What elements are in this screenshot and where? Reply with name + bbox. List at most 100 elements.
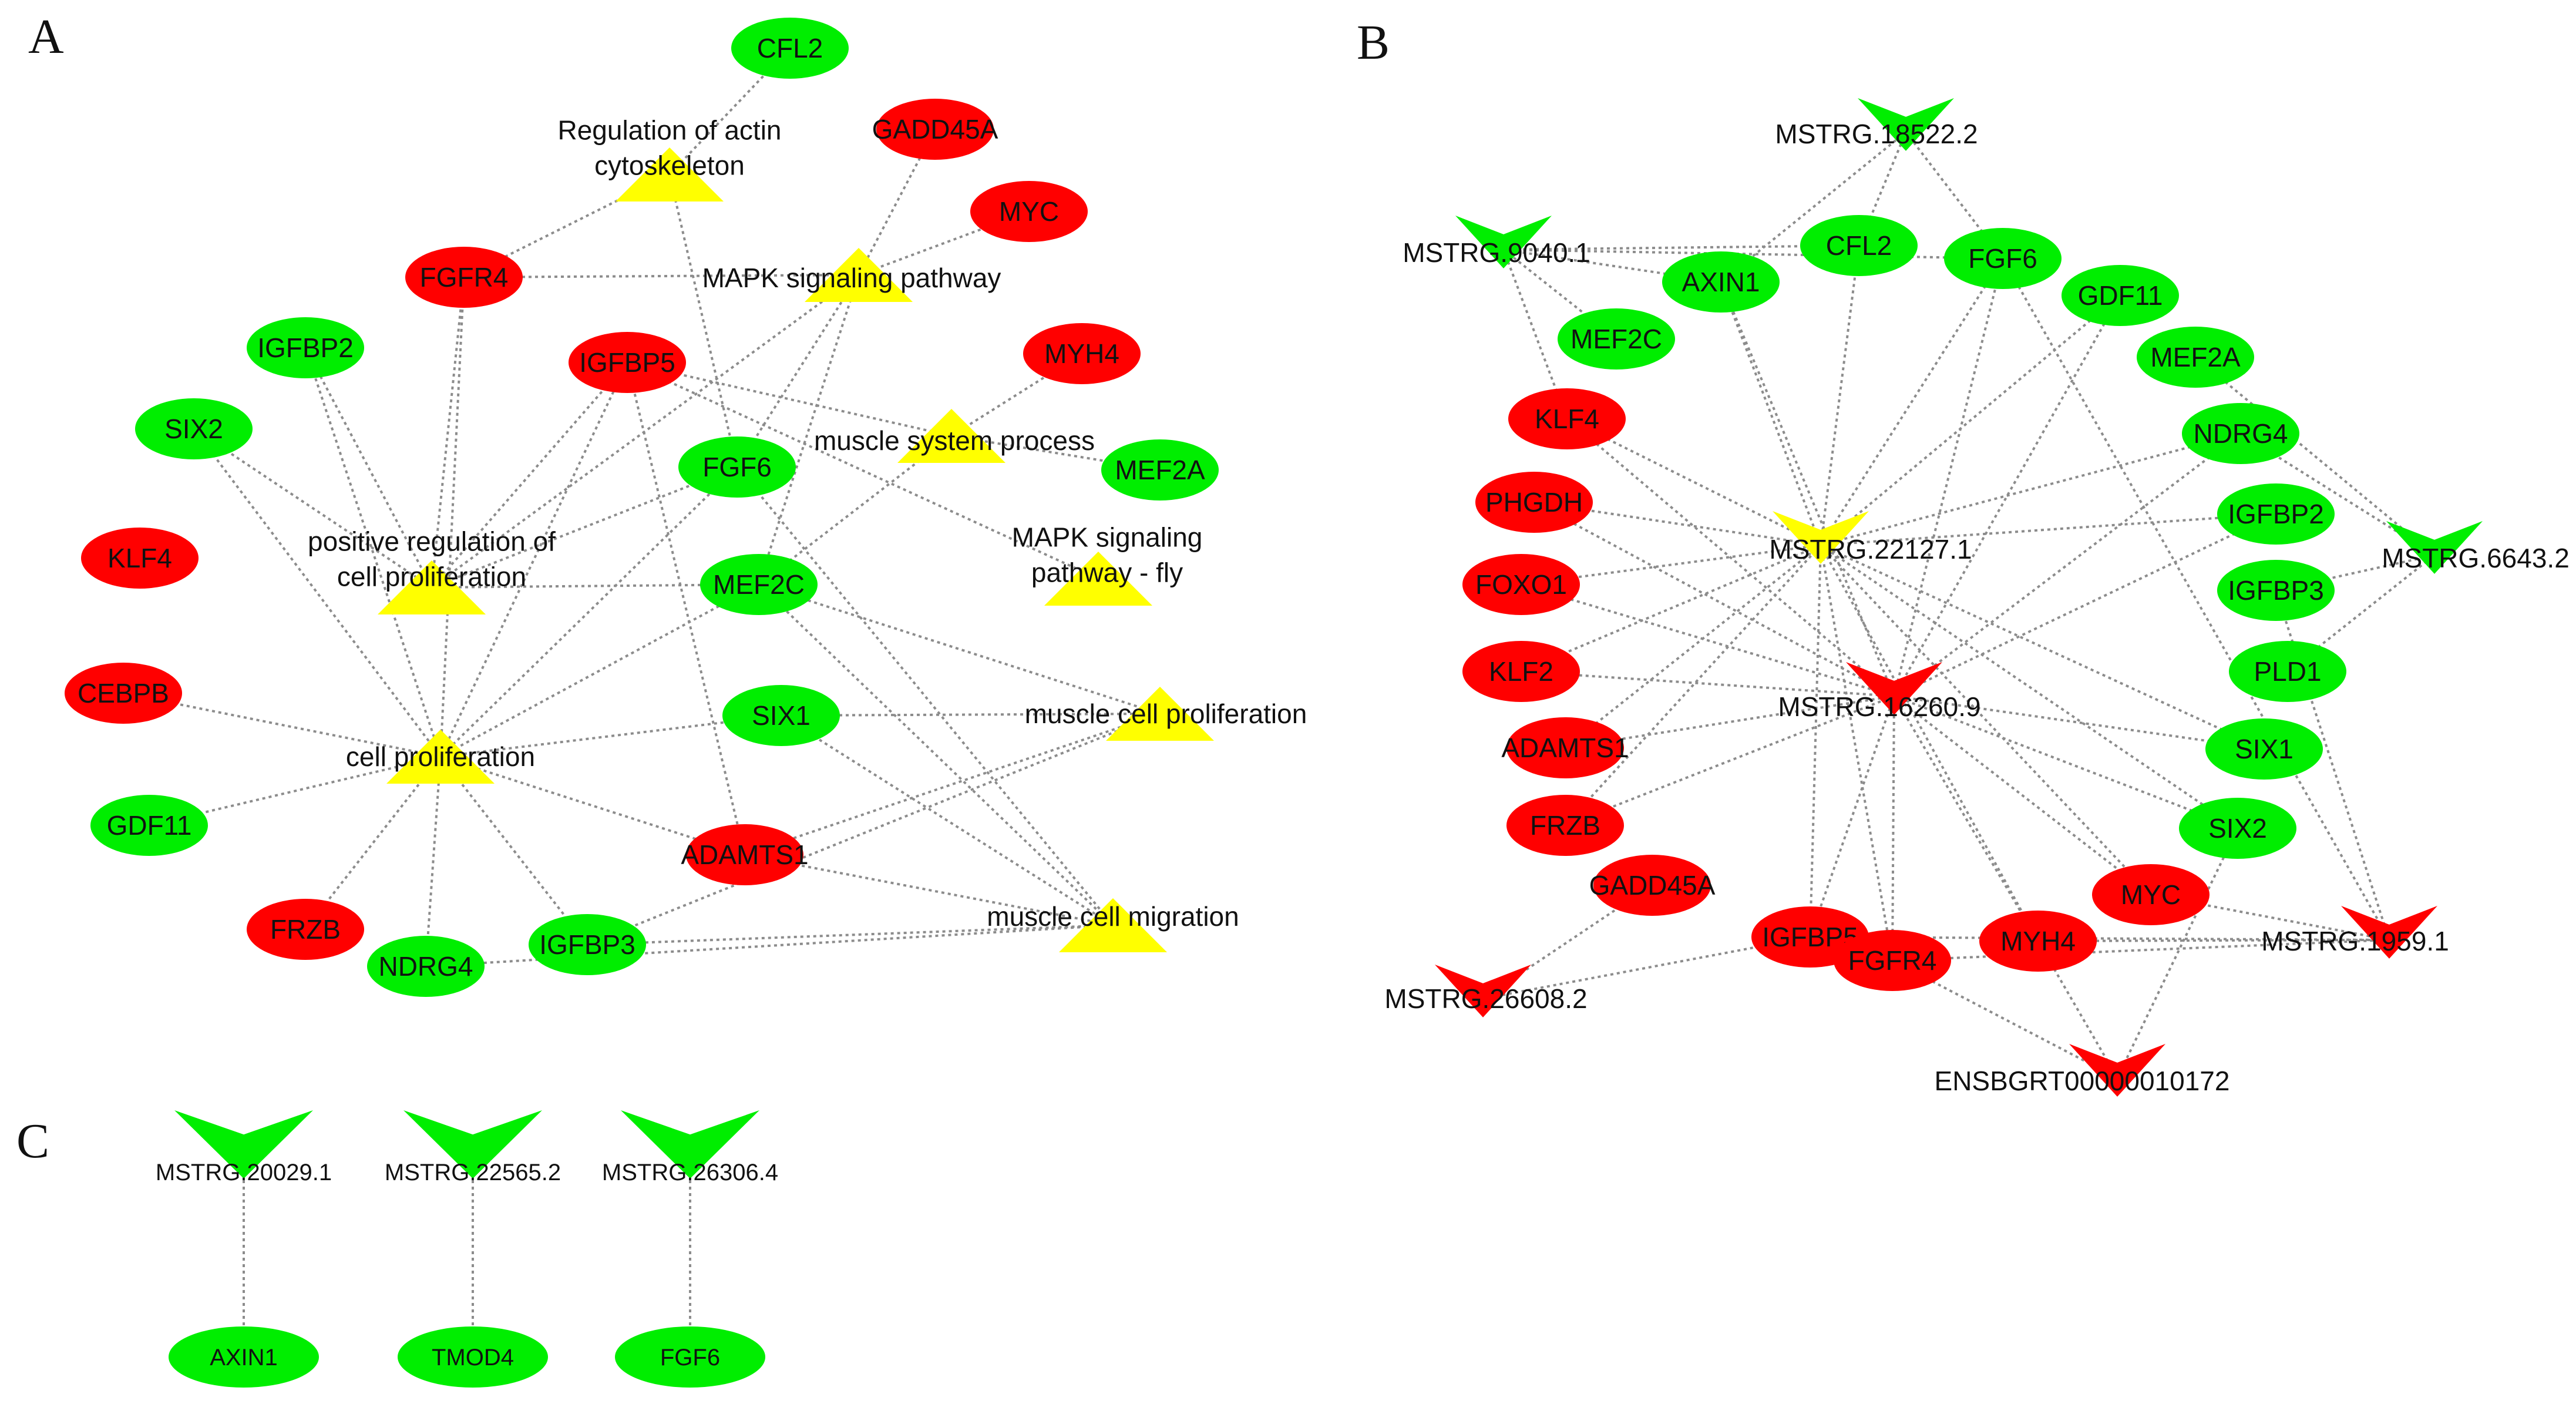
panel-b-node-m16260 [1846,662,1942,715]
panel-a-edge-adamts1-t-mcm [744,854,1114,926]
panel-b-edge-ndrg4-m22127 [1820,432,2241,546]
panel-b-edge-m18522-fgf6 [1905,131,2004,260]
panel-c-node-fgf6 [615,1326,765,1388]
panel-b-edge-fgf6-m22127 [1820,257,2004,546]
panel-a-node-t-mcp [1106,687,1214,741]
panel-b-label-m16260: MSTRG.16260.9 [1778,691,1980,722]
panel-a-label-cebpb: CEBPB [78,678,169,708]
panel-b-node-cfl2 [1800,215,1918,276]
panel-a-label-t-mapk: MAPK signaling pathway [702,263,1001,293]
panel-b-node-six2 [2179,798,2296,859]
panel-b-label-six1: SIX1 [2235,734,2293,764]
panel-b-node-ensb [2069,1044,2165,1097]
panel-b-node-m9040 [1455,216,1552,268]
panel-a-node-t-msp [897,409,1005,463]
panel-b-edge-klf4-m16260 [1566,418,1895,697]
panel-b-label-m1959: MSTRG.1959.1 [2261,926,2449,956]
panel-a-node-cfl2 [731,18,849,79]
panel-b-edge-m22127-fgfr4 [1820,545,1894,961]
panel-b-node-gdf11 [2062,265,2179,326]
panel-b-node-six1 [2205,718,2323,780]
panel-a-edge-t-mapk-t-prcp [431,274,860,589]
panel-b-label-m9040: MSTRG.9040.1 [1403,237,1590,268]
panel-a-node-t-prcp [378,560,486,614]
panel-a-edge-six1-t-cp [440,714,782,758]
panel-b-node-m22127 [1773,511,1869,564]
panel-b-edge-m16260-myc [1893,695,2152,896]
panel-b-node-fgfr4 [1834,930,1951,991]
panel-b-node-mef2c [1558,308,1675,370]
panel-c-letter: C [16,1114,49,1168]
panel-b-label-myc: MYC [2121,879,2181,910]
panel-c-label-m22565: MSTRG.22565.2 [385,1160,561,1185]
panel-a-label-adamts1: ADAMTS1 [681,839,808,870]
panel-b-node-phgdh [1475,472,1593,533]
panel-a-label-myc: MYC [999,196,1059,227]
panel-b-label-foxo1: FOXO1 [1475,569,1567,600]
panel-c-node-m26306 [621,1110,759,1179]
panel-a-node-igfbp3 [529,914,646,975]
panel-b-edge-axin1-m16260 [1720,281,1895,697]
panel-b-edge-mef2a-m6643 [2194,356,2436,556]
panel-b-label-frzb: FRZB [1530,810,1600,841]
panel-b-node-fgf6 [1944,228,2062,289]
panel-b-node-m18522 [1858,98,1954,151]
panel-a-node-igfbp2 [247,317,364,378]
panel-a-node-gdf11 [90,795,208,856]
panel-a-edge-six1-t-mcp [781,713,1161,717]
panel-b-node-adamts1 [1506,717,1624,778]
panel-a-edge-six1-t-mcm [780,714,1114,926]
panel-a-node-myc [970,181,1088,242]
panel-b-label-m18522: MSTRG.18522.2 [1775,119,1978,149]
panel-a-label-klf4: KLF4 [107,543,172,573]
panel-a-edge-mef2c-t-mcp [758,583,1161,715]
panel-b-edge-m9040-mef2c [1502,248,1617,340]
panel-b-edge-adamts1-m22127 [1564,544,1822,749]
panel-a-node-t-cp [386,730,495,784]
panel-b-node-axin1 [1662,251,1780,313]
panel-b-node-igfbp3 [2217,560,2335,621]
panel-a-edge-igfbp5-t-mapkfly [627,361,1099,580]
panel-b-edge-m22127-myc [1820,544,2152,896]
panel-a-edge-mef2c-t-mcm [758,583,1114,926]
panel-b-edge-foxo1-m22127 [1521,544,1821,586]
panel-a-label-fgf6: FGF6 [702,452,772,482]
panel-a-node-igfbp5 [569,332,686,393]
panel-b-edge-igfbp3-m1959 [2275,590,2390,941]
panel-a-edge-fgfr4-t-cp [439,277,465,757]
panel-a-edge-igfbp3-t-cp [439,755,588,946]
panel-c-node-m20029 [174,1110,313,1179]
panel-a-edge-igfbp2-t-cp [304,347,442,757]
panel-b-edge-gdf11-m22127 [1820,294,2121,546]
panel-a-label-frzb: FRZB [270,914,341,945]
panel-a-label-ndrg4: NDRG4 [378,951,473,982]
panel-b-edge-phgdh-m22127 [1534,501,1821,546]
panel-a-label-t-mcp: muscle cell proliferation [1025,698,1307,729]
panel-b-edge-m9040-fgf6 [1503,248,2003,260]
panel-a-node-mef2a [1101,439,1219,501]
panel-c-label-axin1: AXIN1 [210,1345,278,1371]
panel-c-label-m26306: MSTRG.26306.4 [602,1160,778,1185]
panel-b-label-klf4: KLF4 [1535,404,1599,434]
panel-b-node-m1959 [2341,906,2437,959]
panel-b-node-klf4 [1508,388,1626,449]
panel-b-letter: B [1357,15,1390,70]
panel-a-edge-ndrg4-t-cp [425,756,442,967]
panel-a-node-t-actin [616,147,724,201]
panel-b-label-gadd45a: GADD45A [1589,870,1716,901]
panel-b-node-ndrg4 [2182,403,2299,464]
panel-a-node-t-mapk [805,248,913,302]
panel-a-edge-ndrg4-t-mcm [425,924,1114,968]
panel-b-label-klf2: KLF2 [1489,656,1553,687]
panel-a-label-gadd45a: GADD45A [872,114,998,145]
panel-b-edge-m18522-axin1 [1720,131,1907,283]
panel-b-edge-igfbp2-m22127 [1820,513,2276,546]
panel-a-node-gadd45a [876,99,994,160]
panel-b-label-axin1: AXIN1 [1682,267,1760,297]
panel-a-node-six2 [135,398,253,459]
panel-a-node-klf4 [81,528,199,589]
panel-b-edge-cfl2-m22127 [1820,245,1860,546]
panel-a-node-frzb [247,899,364,960]
